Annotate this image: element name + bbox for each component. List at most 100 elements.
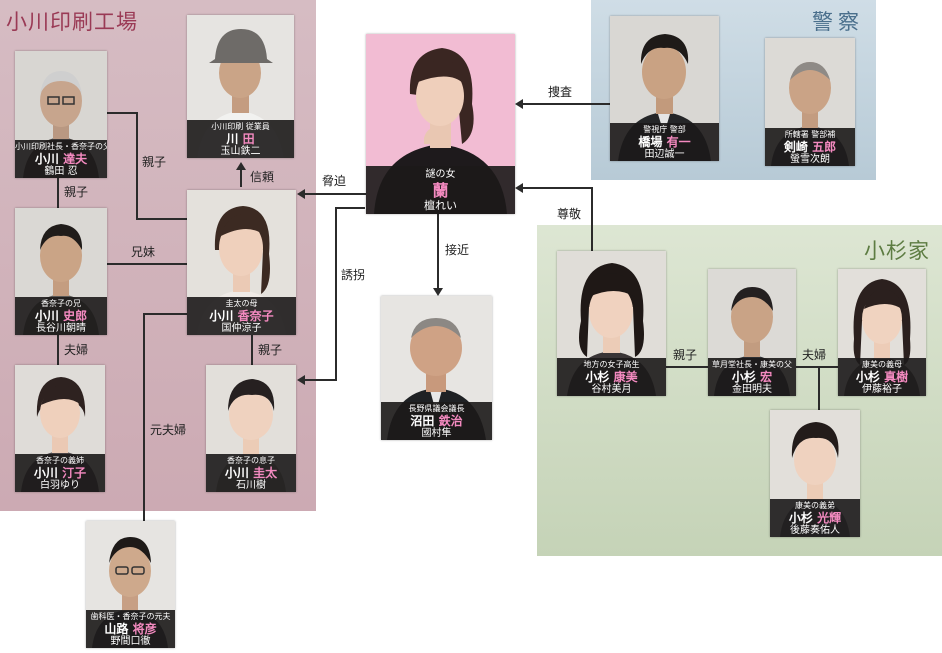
- family-name: 山路: [104, 622, 129, 636]
- character-name: 剣崎 五郎: [765, 140, 855, 154]
- arrow-to-kawata: [236, 162, 246, 170]
- relation-label-tatsuo-kanako: 親子: [142, 155, 167, 169]
- role-text: 地方の女子高生: [583, 360, 640, 369]
- card-hashiba[interactable]: 警視庁 警部 橋場 有一 田辺誠一: [610, 16, 719, 161]
- role-text: 所轄署 警部補: [784, 130, 836, 139]
- role-text: 香奈子の義姉: [36, 456, 84, 465]
- line-kanako-keita: [251, 335, 253, 365]
- line-hiroshi-maki: [796, 366, 838, 368]
- character-name: 沼田 鉄治: [381, 414, 492, 428]
- actor-name: 後藤奏佑人: [790, 525, 840, 536]
- card-ogawa-shiro[interactable]: 香奈子の兄 小川 史郎 長谷川朝晴: [15, 208, 107, 335]
- caption: 長野県議会議長 沼田 鉄治 國村隼: [381, 402, 492, 440]
- character-name: 山路 将彦: [86, 622, 175, 636]
- card-numata[interactable]: 長野県議会議長 沼田 鉄治 國村隼: [381, 296, 492, 440]
- caption: 香奈子の息子 小川 圭太 石川樹: [206, 454, 296, 492]
- given-name: 光輝: [817, 511, 842, 525]
- card-kawata[interactable]: 小川印刷 従業員 川 田 玉山鉄二: [187, 15, 294, 158]
- line-shiro-kanako: [107, 263, 187, 265]
- card-ogawa-tatsuo[interactable]: 小川印刷社長・香奈子の父 小川 達夫 鶴田 忍: [15, 51, 107, 178]
- given-name: 宏: [760, 370, 773, 384]
- line-yasumi-hiroshi: [666, 366, 708, 368]
- relation-label-hashiba-ran: 捜査: [548, 85, 573, 99]
- family-name: 小杉: [855, 370, 880, 384]
- given-name: 将彦: [132, 622, 157, 636]
- card-yamaji[interactable]: 歯科医・香奈子の元夫 山路 将彦 野間口徹: [86, 521, 175, 648]
- character-name: 小杉 光輝: [770, 511, 860, 525]
- caption: 所轄署 警部補 剣崎 五郎 螢雪次朗: [765, 128, 855, 166]
- line-tatsuo-kanako-a: [107, 112, 137, 114]
- line-tatsuo-kanako-c: [136, 218, 188, 220]
- line-yasumi-ran-a: [522, 187, 592, 189]
- relation-label-kanako-kawata: 信頼: [250, 170, 275, 184]
- given-name: 真樹: [884, 370, 909, 384]
- arrow-to-keita: [297, 375, 305, 385]
- line-ran-numata: [437, 214, 439, 291]
- card-ran[interactable]: 謎の女 蘭 檀れい: [366, 34, 515, 214]
- line-hashiba-ran: [522, 103, 610, 105]
- relation-label-kanako-ran: 脅迫: [322, 174, 347, 188]
- line-kanako-kawata: [240, 167, 242, 187]
- character-name: 橋場 有一: [610, 135, 719, 149]
- relation-label-kanako-keita: 親子: [258, 343, 283, 357]
- line-shiro-teiko: [57, 335, 59, 365]
- family-name: 小川: [224, 466, 249, 480]
- relation-label-hiroshi-maki: 夫婦: [802, 348, 827, 362]
- family-name: 小杉: [585, 370, 610, 384]
- relation-label-shiro-kanako: 兄妹: [131, 245, 156, 259]
- relation-label-tatsuo-shiro: 親子: [64, 185, 89, 199]
- caption: 康美の義弟 小杉 光輝 後藤奏佑人: [770, 499, 860, 537]
- actor-name: 螢雪次朗: [790, 154, 830, 165]
- card-kosugi-maki[interactable]: 康美の義母 小杉 真樹 伊藤裕子: [838, 269, 926, 396]
- role-text: 康美の義弟: [795, 501, 835, 510]
- family-name: 小川: [33, 466, 58, 480]
- card-kosugi-koki[interactable]: 康美の義弟 小杉 光輝 後藤奏佑人: [770, 410, 860, 537]
- family-name: 小杉: [788, 511, 813, 525]
- family-name: 小川: [34, 309, 59, 323]
- given-name: 史郎: [63, 309, 88, 323]
- role-text: 小川印刷 従業員: [211, 122, 270, 131]
- actor-name: 金田明夫: [732, 384, 772, 395]
- given-name: 康美: [613, 370, 638, 384]
- line-parents-koki: [818, 366, 820, 410]
- caption: 地方の女子高生 小杉 康美 谷村美月: [557, 358, 666, 396]
- line-tatsuo-shiro: [57, 178, 59, 208]
- role-text: 香奈子の息子: [227, 456, 275, 465]
- card-kenzaki[interactable]: 所轄署 警部補 剣崎 五郎 螢雪次朗: [765, 38, 855, 166]
- actor-name: 白羽ゆり: [40, 480, 80, 491]
- character-name: 小川 圭太: [206, 466, 296, 480]
- actor-name: 國村隼: [421, 428, 452, 439]
- caption: 草月堂社長・康美の父 小杉 宏 金田明夫: [708, 358, 796, 396]
- role-text: 謎の女: [425, 169, 456, 180]
- relation-label-ran-keita: 誘拐: [341, 268, 366, 282]
- caption: 警視庁 警部 橋場 有一 田辺誠一: [610, 123, 719, 161]
- family-name: 小川: [34, 152, 59, 166]
- given-name: 圭太: [253, 466, 278, 480]
- character-name: 小川 香奈子: [187, 309, 296, 323]
- character-name: 小杉 真樹: [838, 370, 926, 384]
- role-text: 小川印刷社長・香奈子の父: [15, 142, 107, 151]
- actor-name: 国仲涼子: [221, 323, 262, 334]
- actor-name: 野間口徹: [110, 636, 151, 647]
- family-name: 剣崎: [783, 140, 808, 154]
- actor-name: 石川樹: [236, 480, 266, 491]
- given-name: 蘭: [432, 181, 449, 200]
- actor-name: 鶴田 忍: [44, 166, 78, 177]
- given-name: 有一: [666, 135, 691, 149]
- line-kanako-ran: [304, 193, 366, 195]
- given-name: 田: [242, 132, 255, 146]
- arrow-to-ran-from-hashiba: [515, 99, 523, 109]
- card-ogawa-kanako[interactable]: 圭太の母 小川 香奈子 国仲涼子: [187, 190, 296, 335]
- card-ogawa-teiko[interactable]: 香奈子の義姉 小川 汀子 白羽ゆり: [15, 365, 105, 492]
- relation-label-ran-numata: 接近: [445, 243, 470, 257]
- character-name: 小川 達夫: [15, 152, 107, 166]
- character-name: 小杉 康美: [557, 370, 666, 384]
- card-ogawa-keita[interactable]: 香奈子の息子 小川 圭太 石川樹: [206, 365, 296, 492]
- character-name: 川 田: [187, 132, 294, 146]
- caption: 歯科医・香奈子の元夫 山路 将彦 野間口徹: [86, 610, 175, 648]
- card-kosugi-hiroshi[interactable]: 草月堂社長・康美の父 小杉 宏 金田明夫: [708, 269, 796, 396]
- line-ran-keita-a: [335, 207, 365, 209]
- card-kosugi-yasumi[interactable]: 地方の女子高生 小杉 康美 谷村美月: [557, 251, 666, 396]
- relation-label-kanako-yamaji: 元夫婦: [150, 423, 187, 437]
- relation-label-yasumi-ran: 尊敬: [557, 207, 582, 221]
